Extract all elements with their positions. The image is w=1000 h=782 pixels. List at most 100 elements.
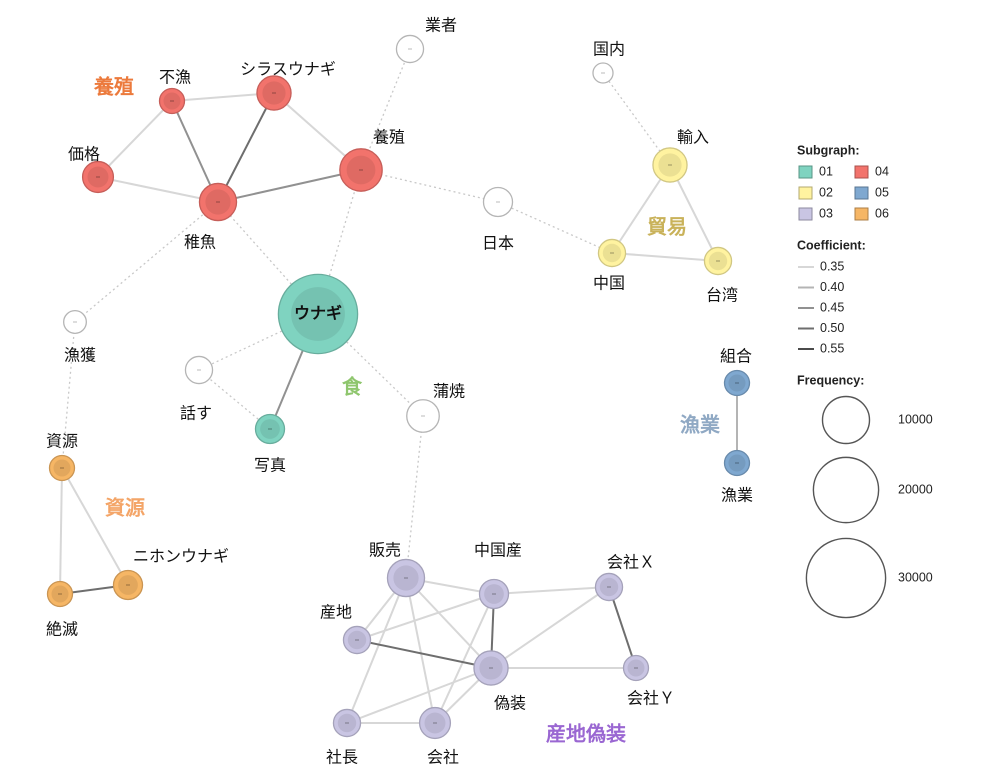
edge-yunyu-taiwan bbox=[669, 164, 719, 262]
edge-shirasu-chigyo bbox=[217, 92, 275, 203]
node-shashin[interactable] bbox=[254, 413, 286, 445]
node-label-nihon: 日本 bbox=[482, 234, 514, 253]
node-kumiai[interactable] bbox=[723, 369, 751, 397]
legend-swatch-05 bbox=[854, 186, 869, 200]
node-label-kokunai: 国内 bbox=[593, 40, 625, 59]
legend-frequency-circle-10000 bbox=[821, 395, 871, 445]
edge-nihon-chugoku bbox=[497, 201, 613, 254]
edge-kaishax-kaishay bbox=[608, 586, 637, 669]
group-label-food: 食 bbox=[342, 375, 363, 399]
edge-kokunai-yunyu bbox=[602, 72, 671, 166]
node-label-hanasu: 話す bbox=[180, 404, 212, 423]
legend-subgraph-06: 06 bbox=[875, 206, 889, 220]
node-gyogyo[interactable] bbox=[723, 449, 751, 477]
edge-yoshoku-nihon bbox=[360, 169, 499, 203]
node-nihon[interactable] bbox=[482, 186, 514, 218]
group-label-boeki: 貿易 bbox=[647, 215, 687, 239]
edge-kaishax-giso bbox=[490, 586, 610, 669]
node-shacho[interactable] bbox=[332, 708, 362, 738]
edge-hanasu-shashin bbox=[198, 369, 271, 430]
node-yoshoku[interactable] bbox=[339, 148, 383, 192]
edge-hanbai-giso bbox=[405, 577, 492, 669]
legend-frequency-10000: 10000 bbox=[898, 412, 933, 426]
legend-swatch-06 bbox=[854, 207, 869, 221]
node-label-shirasu: シラスウナギ bbox=[240, 60, 336, 79]
legend-subgraph-title: Subgraph: bbox=[797, 143, 860, 157]
edge-chugokusan-kaisha bbox=[434, 593, 495, 724]
node-chugoku[interactable] bbox=[597, 238, 627, 268]
edge-chigyo-yoshoku bbox=[217, 169, 362, 203]
legend-frequency-30000: 30000 bbox=[898, 570, 933, 584]
node-shirasu[interactable] bbox=[256, 75, 292, 111]
node-shigen[interactable] bbox=[48, 454, 76, 482]
legend-frequency-circle-30000 bbox=[805, 537, 887, 619]
node-label-kaishay: 会社Ｙ bbox=[627, 689, 675, 708]
edge-chugokusan-sanchi bbox=[356, 593, 495, 641]
group-label-sanchi: 産地偽装 bbox=[546, 722, 626, 746]
node-chugokusan[interactable] bbox=[478, 578, 510, 610]
node-sanchi[interactable] bbox=[342, 625, 372, 655]
edge-hanbai-kaisha bbox=[405, 577, 436, 724]
node-label-chigyo: 稚魚 bbox=[184, 233, 216, 252]
edge-kakaku-chigyo bbox=[97, 176, 219, 203]
legend-swatch-04 bbox=[854, 165, 869, 179]
legend-coefficient-title: Coefficient: bbox=[797, 238, 866, 252]
node-kokunai[interactable] bbox=[592, 62, 614, 84]
node-gyosha[interactable] bbox=[395, 34, 425, 64]
node-kabayaki[interactable] bbox=[406, 399, 440, 433]
node-label-shacho: 社長 bbox=[326, 748, 358, 767]
edge-shigen-nihonunagi bbox=[61, 467, 129, 586]
node-label-nihonunagi: ニホンウナギ bbox=[133, 547, 229, 566]
node-giso[interactable] bbox=[473, 650, 509, 686]
legend-coefficient-0.45: 0.45 bbox=[820, 300, 844, 314]
legend-frequency-title: Frequency: bbox=[797, 373, 864, 387]
node-label-kaisha: 会社 bbox=[427, 748, 459, 767]
legend-subgraph-04: 04 bbox=[875, 164, 889, 178]
node-label-sanchi: 産地 bbox=[320, 603, 352, 622]
edge-fuyo-kakaku bbox=[97, 100, 173, 178]
node-label-shashin: 写真 bbox=[254, 456, 286, 475]
legend-frequency-circle-20000 bbox=[812, 456, 880, 524]
node-label-kumiai: 組合 bbox=[720, 347, 752, 366]
legend-subgraph-01: 01 bbox=[819, 164, 833, 178]
node-label-hanbai: 販売 bbox=[369, 541, 401, 560]
node-fuyo[interactable] bbox=[158, 87, 186, 115]
node-label-gyosha: 業者 bbox=[425, 16, 457, 35]
node-label-taiwan: 台湾 bbox=[706, 286, 738, 305]
group-label-gyogyo: 漁業 bbox=[680, 413, 721, 437]
node-kaishay[interactable] bbox=[622, 654, 650, 682]
legend-frequency-20000: 20000 bbox=[898, 482, 933, 496]
node-hanasu[interactable] bbox=[184, 355, 214, 385]
edge-unagi-kabayaki bbox=[317, 313, 424, 417]
legend-coefficient-0.55: 0.55 bbox=[820, 341, 844, 355]
node-unagi[interactable] bbox=[277, 273, 359, 355]
edge-chigyo-gyokaku bbox=[74, 201, 219, 323]
node-yunyu[interactable] bbox=[652, 147, 688, 183]
legend-subgraph-03: 03 bbox=[819, 206, 833, 220]
edge-gyosha-yoshoku bbox=[360, 48, 411, 171]
node-kaishax[interactable] bbox=[594, 572, 624, 602]
node-gyokaku[interactable] bbox=[63, 310, 87, 334]
node-label-yoshoku: 養殖 bbox=[373, 128, 405, 147]
node-label-unagi: ウナギ bbox=[294, 304, 342, 323]
node-kakaku[interactable] bbox=[81, 160, 115, 194]
node-label-giso: 偽装 bbox=[494, 694, 526, 713]
edge-chugokusan-kaishax bbox=[493, 586, 610, 595]
legend-swatch-02 bbox=[798, 186, 813, 200]
edge-sanchi-giso bbox=[356, 639, 492, 669]
legend-subgraph-05: 05 bbox=[875, 185, 889, 199]
node-label-zetsumetsu: 絶滅 bbox=[46, 620, 78, 639]
edge-shigen-zetsumetsu bbox=[59, 467, 63, 595]
node-hanbai[interactable] bbox=[386, 558, 426, 598]
node-label-gyokaku: 漁獲 bbox=[64, 346, 96, 365]
node-label-yunyu: 輸入 bbox=[677, 128, 709, 147]
node-nihonunagi[interactable] bbox=[112, 569, 144, 601]
node-taiwan[interactable] bbox=[703, 246, 733, 276]
legend-swatch-03 bbox=[798, 207, 813, 221]
node-label-chugokusan: 中国産 bbox=[474, 541, 522, 560]
legend-subgraph-02: 02 bbox=[819, 185, 833, 199]
node-kaisha[interactable] bbox=[418, 706, 452, 740]
node-label-kaishax: 会社Ｘ bbox=[607, 553, 655, 572]
node-zetsumetsu[interactable] bbox=[46, 580, 74, 608]
node-chigyo[interactable] bbox=[198, 182, 238, 222]
